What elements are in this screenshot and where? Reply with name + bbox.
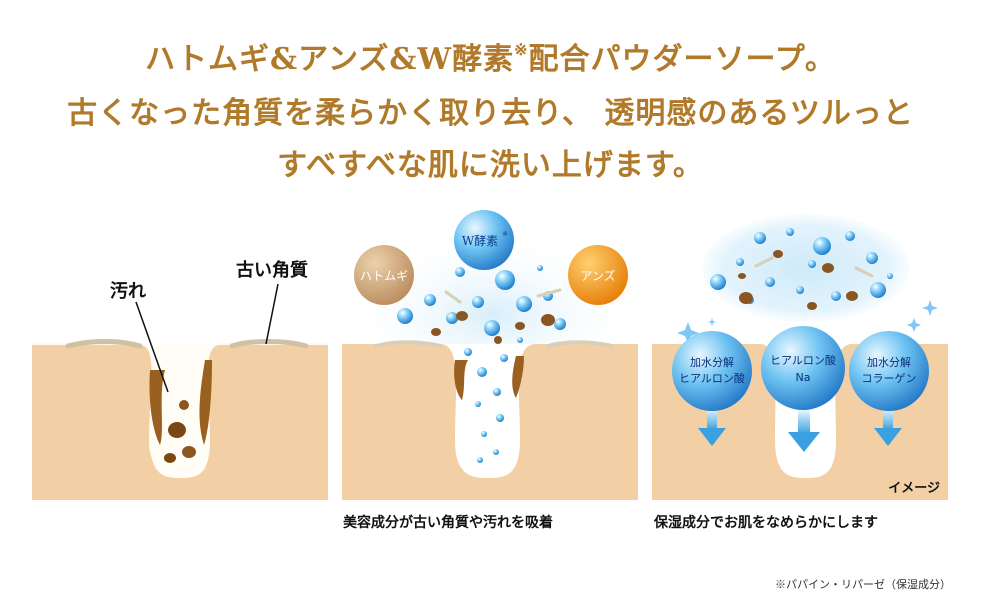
cloud-particles: [710, 228, 893, 310]
headline-line-2: 古くなった角質を柔らかく取り去り、 透明感のあるツルっと: [67, 96, 914, 131]
old-skin-4: [546, 340, 614, 348]
panel-3-moisturizing: 加水分解 ヒアルロン酸 ヒアルロン酸 Na 加水分解 コラーゲン イメージ: [652, 214, 948, 500]
svg-text:※: ※: [502, 230, 508, 238]
panel-1-dirty-pore: 汚れ 古い角質: [32, 259, 328, 500]
panel-2-absorbing: ハトムギ W酵素 ※ アンズ: [342, 210, 638, 500]
sparkle-icons: [677, 300, 938, 344]
arrow-down-icon-2: [788, 410, 820, 452]
svg-text:アンズ: アンズ: [580, 268, 615, 283]
footnote: ※パパイン・リパーゼ（保湿成分）: [775, 578, 951, 591]
footnote-mark: ※: [514, 40, 529, 59]
headline-line-1: ハトムギ&アンズ&W酵素※配合パウダーソープ。: [145, 40, 836, 77]
caption-panel-3: 保湿成分でお肌をなめらかにします: [654, 515, 878, 531]
dirt-6: [179, 400, 189, 410]
dirt-2: [199, 360, 212, 445]
svg-text:W酵素: W酵素: [462, 234, 498, 248]
dirt-4: [182, 446, 196, 458]
svg-text:ヒアルロン酸: ヒアルロン酸: [679, 371, 745, 385]
pointer-dirt: [135, 301, 169, 393]
foam-glow: [367, 230, 617, 370]
svg-text:Na: Na: [796, 371, 811, 384]
svg-text:加水分解: 加水分解: [867, 355, 911, 369]
svg-text:コラーゲン: コラーゲン: [862, 372, 917, 385]
svg-text:ハトムギ: ハトムギ: [360, 269, 408, 283]
pointer-old-skin: [265, 283, 279, 345]
image-note: イメージ: [888, 481, 940, 496]
svg-text:ヒアルロン酸: ヒアルロン酸: [770, 353, 836, 367]
sphere-hydrolyzed-collagen: 加水分解 コラーゲン: [849, 331, 929, 411]
dirt-5: [164, 453, 176, 463]
old-skin-2: [229, 339, 309, 349]
old-skin-1: [65, 339, 143, 349]
dirt-1: [149, 370, 165, 445]
arrow-down-icon-3: [874, 408, 902, 446]
dirt-7: [454, 360, 468, 400]
ingredient-w-enzyme: W酵素 ※: [454, 210, 514, 270]
sphere-sodium-hyaluronate: ヒアルロン酸 Na: [761, 326, 845, 410]
sphere-hydrolyzed-hyaluronic-acid: 加水分解 ヒアルロン酸: [672, 331, 752, 411]
rising-particles: [397, 259, 566, 463]
svg-text:加水分解: 加水分解: [690, 355, 734, 369]
old-skin-3: [374, 340, 442, 348]
ingredient-apricot: アンズ: [568, 245, 628, 305]
dirt-8: [512, 356, 524, 398]
headline-line-3: すべすべな肌に洗い上げます。: [277, 148, 704, 183]
label-old-skin: 古い角質: [236, 259, 308, 281]
label-dirt: 汚れ: [110, 281, 146, 302]
dirt-3: [168, 422, 186, 438]
arrow-down-icon-1: [698, 408, 726, 446]
ingredient-hatomugi: ハトムギ: [354, 245, 414, 305]
moisture-cloud: [702, 214, 910, 322]
caption-panel-2: 美容成分が古い角質や汚れを吸着: [343, 515, 553, 531]
